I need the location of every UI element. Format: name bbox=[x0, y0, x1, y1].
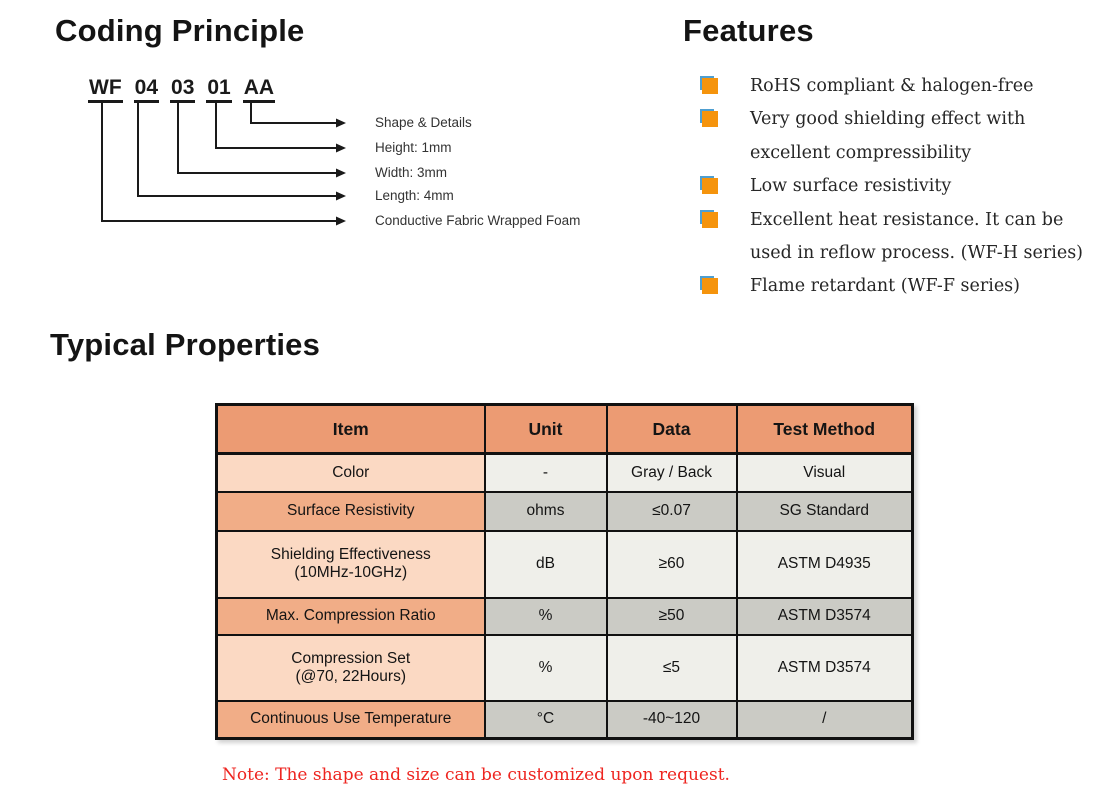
feature-text: Low surface resistivity bbox=[750, 176, 952, 197]
cell-item: Shielding Effectiveness (10MHz-10GHz) bbox=[215, 529, 486, 599]
cell-data: ≤0.07 bbox=[605, 490, 738, 532]
coding-principle-title: Coding Principle bbox=[55, 13, 305, 48]
cell-test-method: ASTM D3574 bbox=[735, 596, 914, 636]
list-item: Very good shielding effect with excellen… bbox=[700, 103, 1100, 170]
square-bullet-icon bbox=[700, 204, 750, 237]
cell-unit: - bbox=[483, 452, 608, 493]
code-label-shape: Shape & Details bbox=[375, 115, 472, 130]
table-row: Color - Gray / Back Visual bbox=[215, 452, 914, 493]
table-row: Shielding Effectiveness (10MHz-10GHz) dB… bbox=[215, 529, 914, 599]
cell-test-method: ASTM D3574 bbox=[735, 633, 914, 702]
cell-unit: % bbox=[483, 633, 608, 702]
customization-note: Note: The shape and size can be customiz… bbox=[222, 765, 730, 785]
bullet-orange-layer bbox=[702, 278, 718, 295]
code-segment-03: 03 bbox=[170, 76, 196, 103]
code-segment-aa: AA bbox=[242, 76, 276, 103]
cell-data: ≤5 bbox=[605, 633, 738, 702]
list-item: RoHS compliant & halogen-free bbox=[700, 70, 1100, 103]
bullet-orange-layer bbox=[702, 78, 718, 94]
product-code: WF 04 03 01 AA bbox=[88, 76, 688, 103]
list-item: Flame retardant (WF-F series) bbox=[700, 270, 1100, 303]
list-item: Excellent heat resistance. It can be use… bbox=[700, 204, 1100, 271]
table-row: Max. Compression Ratio % ≥50 ASTM D3574 bbox=[215, 596, 914, 636]
code-segment-01: 01 bbox=[206, 76, 232, 103]
code-segment-04: 04 bbox=[133, 76, 160, 103]
cell-item: Surface Resistivity bbox=[215, 490, 486, 532]
cell-item: Compression Set (@70, 22Hours) bbox=[215, 633, 486, 702]
cell-data: Gray / Back bbox=[605, 452, 738, 493]
coding-diagram: WF 04 03 01 AA Shape & Details Heig bbox=[88, 76, 688, 246]
feature-text: Flame retardant (WF-F series) bbox=[750, 276, 1020, 297]
square-bullet-icon bbox=[700, 103, 750, 136]
cell-test-method: Visual bbox=[735, 452, 914, 493]
bullet-orange-layer bbox=[702, 111, 718, 128]
cell-test-method: ASTM D4935 bbox=[735, 529, 914, 599]
square-bullet-icon bbox=[700, 170, 750, 203]
code-segment-wf: WF bbox=[88, 76, 123, 103]
bullet-orange-layer bbox=[702, 211, 718, 228]
column-header-data: Data bbox=[605, 403, 738, 455]
cell-unit: ohms bbox=[483, 490, 608, 532]
code-label-width: Width: 3mm bbox=[375, 165, 448, 180]
arrowheads bbox=[336, 118, 346, 226]
square-bullet-icon bbox=[700, 70, 750, 103]
bullet-orange-layer bbox=[702, 178, 718, 195]
cell-test-method: SG Standard bbox=[735, 490, 914, 532]
table-row: Surface Resistivity ohms ≤0.07 SG Standa… bbox=[215, 490, 914, 532]
cell-unit: % bbox=[483, 596, 608, 636]
features-list: RoHS compliant & halogen-free Very good … bbox=[700, 70, 1100, 304]
square-bullet-icon bbox=[700, 270, 750, 303]
table-row: Continuous Use Temperature °C -40~120 / bbox=[215, 699, 914, 740]
table-header-row: Item Unit Data Test Method bbox=[215, 403, 914, 455]
typical-properties-table: Item Unit Data Test Method Color - Gray … bbox=[215, 403, 914, 740]
typical-properties-title: Typical Properties bbox=[50, 327, 321, 362]
cell-data: ≥50 bbox=[605, 596, 738, 636]
table-row: Compression Set (@70, 22Hours) % ≤5 ASTM… bbox=[215, 633, 914, 702]
features-title: Features bbox=[683, 13, 814, 48]
code-label-height: Height: 1mm bbox=[375, 140, 452, 155]
cell-item: Color bbox=[215, 452, 486, 493]
code-label-length: Length: 4mm bbox=[375, 188, 454, 203]
cell-item: Max. Compression Ratio bbox=[215, 596, 486, 636]
cell-unit: dB bbox=[483, 529, 608, 599]
cell-data: ≥60 bbox=[605, 529, 738, 599]
column-header-unit: Unit bbox=[483, 403, 608, 455]
feature-text: Very good shielding effect with excellen… bbox=[750, 109, 1026, 163]
cell-item: Continuous Use Temperature bbox=[215, 699, 486, 740]
code-callout-lines bbox=[101, 102, 346, 226]
code-label-material: Conductive Fabric Wrapped Foam bbox=[375, 213, 581, 228]
cell-test-method: / bbox=[735, 699, 914, 740]
feature-text: Excellent heat resistance. It can be use… bbox=[750, 209, 1083, 264]
feature-text: RoHS compliant & halogen-free bbox=[750, 76, 1034, 96]
list-item: Low surface resistivity bbox=[700, 170, 1100, 203]
cell-data: -40~120 bbox=[605, 699, 738, 740]
column-header-test-method: Test Method bbox=[735, 403, 914, 455]
cell-unit: °C bbox=[483, 699, 608, 740]
column-header-item: Item bbox=[215, 403, 486, 455]
